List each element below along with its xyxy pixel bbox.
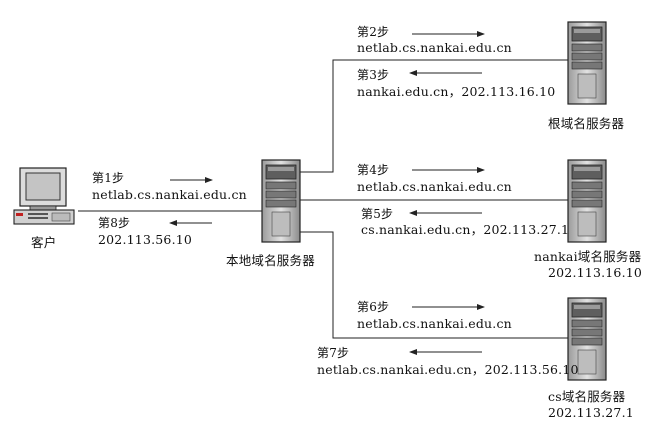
local-cs-link (300, 231, 568, 339)
root-server-label: 根域名服务器 (548, 116, 625, 131)
step-2-text: netlab.cs.nankai.edu.cn (357, 40, 512, 55)
step-6-text: netlab.cs.nankai.edu.cn (357, 316, 512, 331)
local-root-link (300, 59, 568, 173)
step-3-text: nankai.edu.cn，202.113.16.10 (357, 84, 556, 99)
nankai-server-ip: 202.113.16.10 (548, 265, 643, 280)
step-8-label: 第8步 (98, 216, 131, 230)
nankai-server-icon (567, 159, 607, 243)
step-1-label: 第1步 (92, 171, 125, 185)
client-computer-icon (13, 167, 75, 225)
step-4-text: netlab.cs.nankai.edu.cn (357, 179, 512, 194)
cs-server-label: cs域名服务器 (548, 389, 626, 404)
step-7-label: 第7步 (317, 346, 350, 360)
step-5-text: cs.nankai.edu.cn，202.113.27.1 (361, 222, 570, 237)
step-3-label: 第3步 (357, 68, 390, 82)
step-5-label: 第5步 (361, 207, 394, 221)
local-server-icon (261, 159, 301, 243)
step-7-text: netlab.cs.nankai.edu.cn，202.113.56.10 (317, 362, 579, 377)
step-1-text: netlab.cs.nankai.edu.cn (92, 187, 247, 202)
step-6-label: 第6步 (357, 300, 390, 314)
step-8-text: 202.113.56.10 (98, 232, 193, 247)
client-label: 客户 (31, 235, 57, 250)
cs-server-icon (567, 297, 607, 381)
nankai-server-label: nankai域名服务器 (534, 249, 642, 264)
cs-server-ip: 202.113.27.1 (548, 405, 634, 420)
step-4-label: 第4步 (357, 163, 390, 177)
local-server-label: 本地域名服务器 (226, 253, 315, 268)
root-server-icon (567, 21, 607, 105)
step-2-label: 第2步 (357, 25, 390, 39)
